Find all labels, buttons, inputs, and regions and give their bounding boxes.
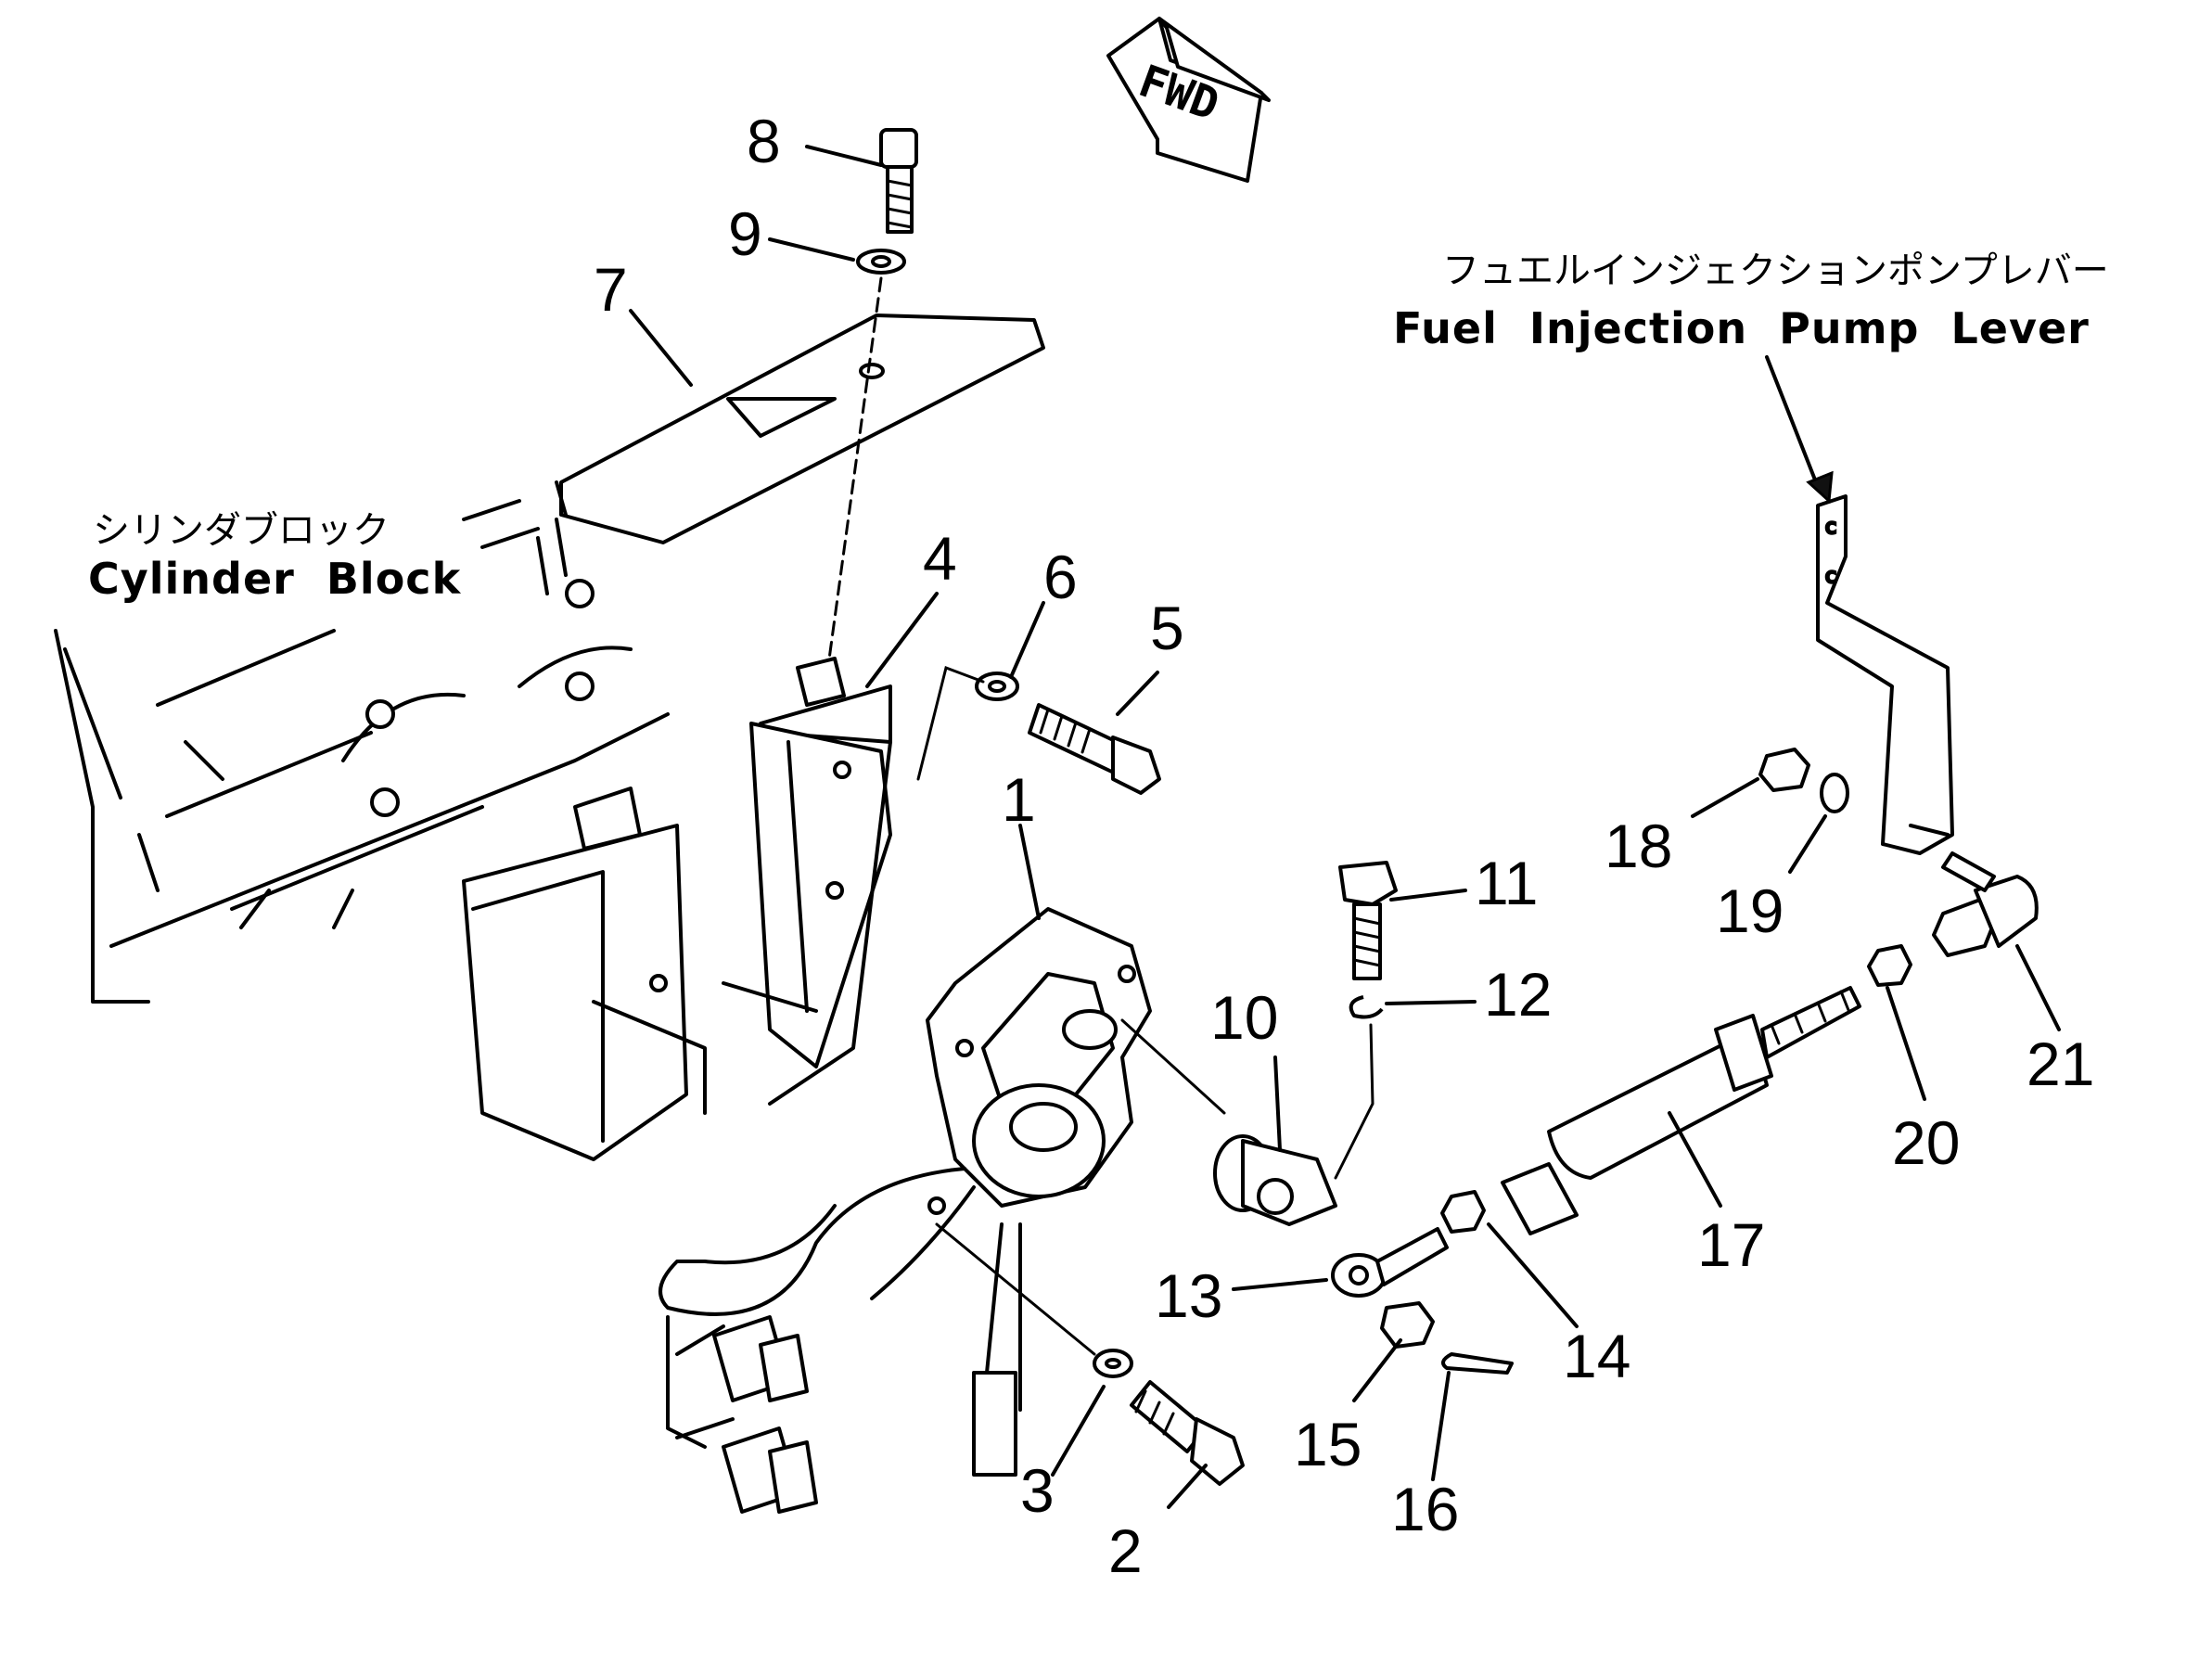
part-6-washer (975, 672, 1019, 701)
cylinder-block-label-en: Cylinder Block (88, 554, 462, 604)
callout-3: 3 (1020, 1456, 1055, 1525)
part-10-clamp (1213, 1134, 1337, 1226)
cylinder-block-label-jp: シリンダブロック (93, 509, 390, 552)
callout-7: 7 (594, 255, 628, 324)
callout-16: 16 (1391, 1475, 1459, 1543)
part-17-cylinder (1501, 986, 1861, 1235)
connector-upper-icon (712, 1315, 809, 1402)
fwd-arrow-icon: FWD (1106, 17, 1271, 183)
part-15-nut (1380, 1301, 1435, 1349)
leader-12-to-clamp (1334, 1023, 1375, 1180)
block-housing (462, 787, 707, 1161)
part-5-bolt (1028, 703, 1161, 795)
callout-1: 1 (1002, 765, 1036, 834)
callout-numbers: 1 2 3 4 5 6 7 8 9 10 11 12 13 14 15 16 1… (594, 107, 2094, 1585)
part-12-washer (1349, 995, 1384, 1019)
part-2-bolt (1130, 1380, 1245, 1486)
callout-10: 10 (1210, 983, 1278, 1052)
pump-lever-label-en: Fuel Injection Pump Lever (1393, 303, 2090, 353)
part-7-cover (555, 313, 1045, 544)
part-21-ball-joint (1932, 851, 2039, 957)
leader-2-to-actuator (935, 1222, 1096, 1356)
part-4-bracket (722, 657, 892, 1106)
svg-text:c: c (1825, 565, 1836, 588)
part-9-washer (856, 249, 906, 275)
callout-leaders (629, 145, 2061, 1509)
callout-18: 18 (1605, 812, 1672, 880)
part-8-bolt (879, 128, 918, 234)
leader-5-to-bracket (916, 666, 985, 781)
callout-13: 13 (1155, 1261, 1222, 1330)
callout-8: 8 (747, 107, 781, 175)
callout-17: 17 (1697, 1210, 1765, 1279)
connector-lower-icon (722, 1426, 818, 1514)
leader-10-to-actuator (1120, 1018, 1226, 1115)
leader-9-to-bracket (824, 276, 883, 688)
part-1-actuator (926, 907, 1152, 1215)
callout-12: 12 (1484, 960, 1552, 1029)
callout-21: 21 (2027, 1030, 2094, 1098)
pump-lever-label-jp: フュエルインジェクションポンプレバー (1442, 249, 2109, 292)
svg-text:c: c (1825, 516, 1836, 539)
callout-15: 15 (1294, 1410, 1362, 1478)
callout-5: 5 (1150, 594, 1184, 662)
callout-4: 4 (923, 524, 957, 593)
callout-11: 11 (1475, 849, 1539, 917)
part-3-washer (1093, 1349, 1133, 1378)
part-16-pin (1441, 1352, 1514, 1375)
callout-19: 19 (1716, 876, 1784, 945)
part-19-washer (1820, 773, 1849, 813)
cylinder-block (54, 499, 670, 1004)
part-14-nut (1440, 1190, 1486, 1234)
callout-14: 14 (1563, 1322, 1630, 1390)
wire-harness (658, 1167, 1022, 1477)
callout-2: 2 (1108, 1516, 1143, 1585)
callout-20: 20 (1892, 1108, 1960, 1177)
part-13-rod-end (1331, 1227, 1449, 1298)
pump-lever: c c (1816, 494, 1954, 855)
callout-9: 9 (728, 199, 762, 268)
part-11-bolt (1338, 861, 1398, 980)
callout-6: 6 (1043, 543, 1078, 611)
part-20-nut (1867, 944, 1912, 987)
part-18-nut (1758, 748, 1810, 792)
